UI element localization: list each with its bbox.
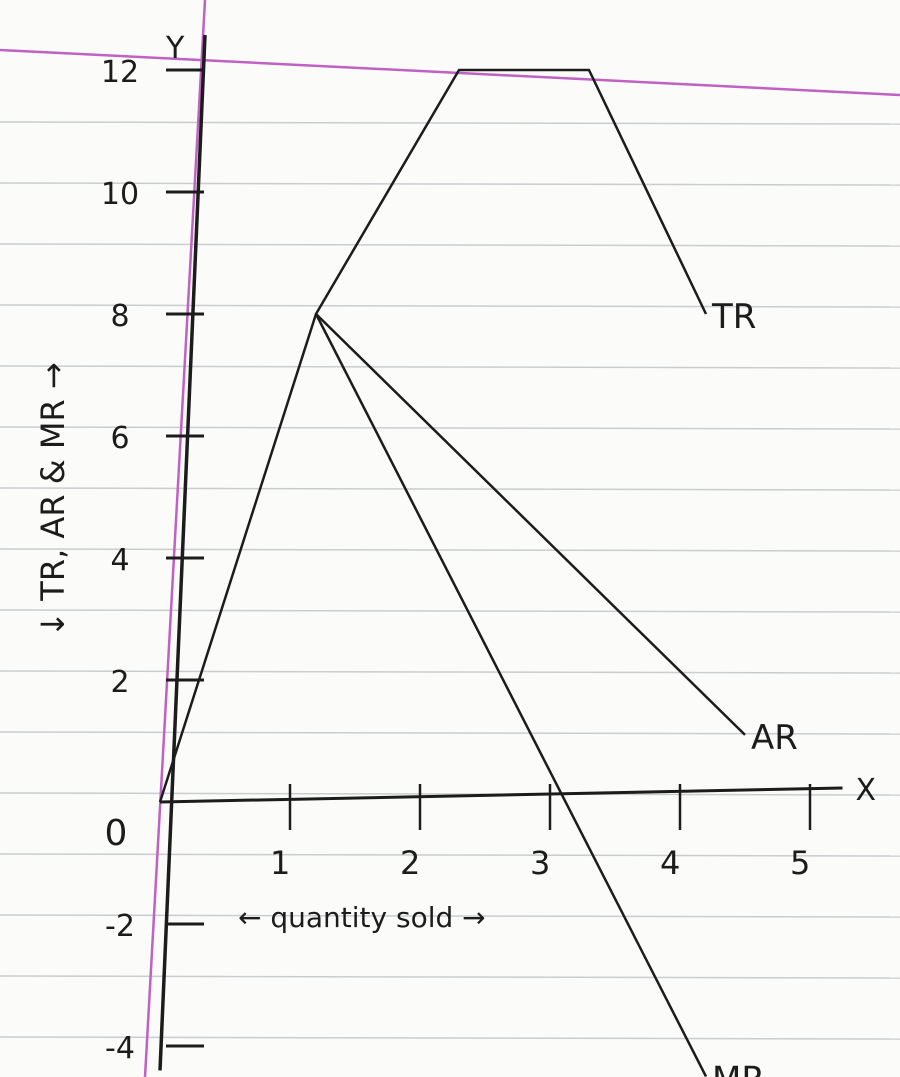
- left-margin-line: [143, 0, 207, 1077]
- ruled-line: [0, 426, 900, 430]
- x-tick-label: 2: [400, 844, 420, 882]
- y-tick-label: 2: [110, 665, 129, 700]
- x-tick-label: 5: [790, 844, 810, 882]
- top-margin-line: [0, 48, 900, 97]
- ruled-line: [0, 853, 900, 857]
- series-label-ar: AR: [751, 718, 798, 758]
- ruled-line: [0, 182, 900, 186]
- ruled-line: [0, 609, 900, 613]
- y-axis-label: ↓ TR, AR & MR →: [34, 362, 72, 637]
- x-tick-label: 3: [530, 844, 550, 882]
- ruled-lines: [0, 121, 900, 1040]
- x-tick-label: 4: [660, 844, 680, 882]
- series-line-ar: [315, 313, 746, 736]
- series-lines: [158, 68, 746, 1077]
- ruled-line: [0, 914, 900, 918]
- ruled-line: [0, 365, 900, 369]
- y-tick-label: -4: [105, 1031, 135, 1066]
- y-tick-label: 12: [101, 55, 139, 90]
- ruled-line: [0, 487, 900, 491]
- x-tick-label: 1: [270, 844, 290, 882]
- ruled-line: [0, 121, 900, 125]
- y-tick-label: 10: [101, 177, 139, 212]
- ruled-line: [0, 731, 900, 735]
- x-axis-letter: X: [856, 773, 877, 808]
- x-axis-line: [159, 786, 843, 804]
- series-labels: TR AR MR: [711, 297, 798, 1077]
- x-axis-label: ← quantity sold →: [238, 901, 486, 934]
- ruled-line: [0, 975, 900, 979]
- y-axis-line: [158, 34, 207, 1071]
- y-axis-letter: Y: [165, 31, 185, 66]
- series-line-mr: [314, 313, 708, 1077]
- y-ticks: 12 10 8 6 4 2 -2 -4: [101, 55, 204, 1066]
- ruled-line: [0, 304, 900, 308]
- ruled-line: [0, 548, 900, 552]
- ruled-line: [0, 792, 900, 796]
- series-line-tr: [158, 68, 708, 803]
- origin-label: 0: [105, 813, 128, 854]
- ruled-line: [0, 670, 900, 674]
- y-tick-label: -2: [105, 909, 135, 944]
- y-tick-label: 8: [110, 299, 129, 334]
- series-label-tr: TR: [711, 297, 756, 337]
- ruled-line: [0, 1036, 900, 1040]
- y-tick-label: 6: [110, 421, 129, 456]
- series-label-mr: MR: [712, 1060, 765, 1077]
- ruled-line: [0, 243, 900, 247]
- y-tick-label: 4: [110, 543, 129, 578]
- x-ticks: 1 2 3 4 5: [270, 784, 812, 882]
